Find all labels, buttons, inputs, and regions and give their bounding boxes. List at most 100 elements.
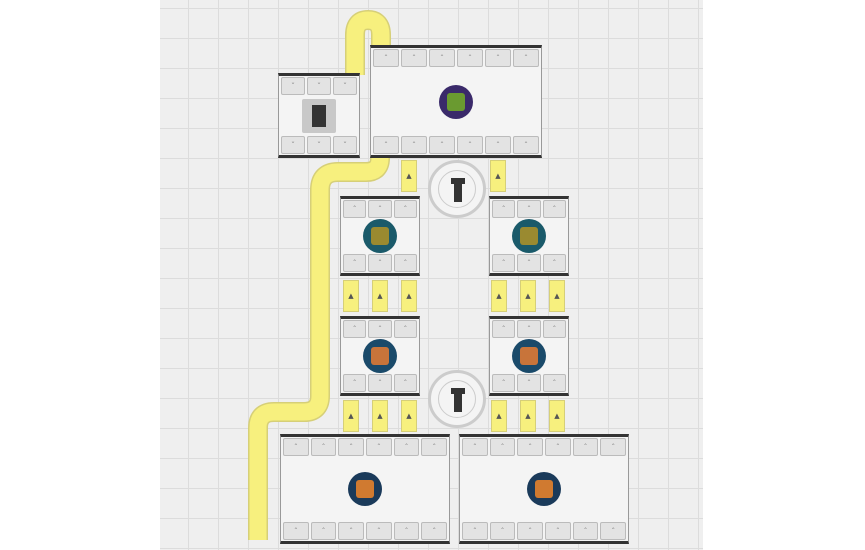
port-slot[interactable]: ˆ [457,49,483,67]
port-slot[interactable]: ˆ [366,522,392,540]
port-slot[interactable]: ˆ [485,49,511,67]
port-slot[interactable]: ˆ [489,522,516,540]
port-slot[interactable]: ˆ [517,200,541,218]
ore-item-icon[interactable] [363,219,397,253]
conveyor-segment[interactable]: ▲ [401,400,417,432]
copper-block-item-icon[interactable] [363,339,397,373]
port-slot[interactable]: ˆ [517,374,541,392]
port-slot[interactable]: ˆ [393,254,417,272]
port-slot[interactable]: ˆ [368,374,392,392]
port-slot[interactable]: ˆ [492,320,516,338]
port-slot[interactable]: ˇ [307,77,331,95]
port-slot[interactable]: ˆ [393,374,417,392]
port-slot[interactable]: ˆ [462,438,488,456]
port-slot[interactable]: ˆ [545,522,571,540]
port-slot[interactable]: ˆ [572,438,599,456]
storage-icon[interactable] [302,98,336,133]
amber-crystal-item-icon[interactable] [348,472,382,506]
green-crystal-item-icon[interactable] [439,84,473,119]
port-slot[interactable]: ˆ [421,438,448,456]
port-slot[interactable]: ˆ [517,522,544,540]
port-slot[interactable]: ˆ [283,522,309,540]
port-slot[interactable]: ˆ [343,320,367,338]
port-slot[interactable]: ˆ [283,438,309,456]
conveyor-segment[interactable]: ▲ [520,280,536,312]
port-slot[interactable]: ˆ [373,136,399,154]
port-slot[interactable]: ˆ [457,136,483,154]
port-slot[interactable]: ˆ [401,136,427,154]
port-slot[interactable]: ˆ [421,522,448,540]
port-slot[interactable]: ˆ [462,522,488,540]
port-slot[interactable]: ˆ [366,438,392,456]
port-slot[interactable]: ˆ [401,49,427,67]
port-slot[interactable]: ˆ [545,438,571,456]
port-slot[interactable]: ˆ [393,438,420,456]
port-slot[interactable]: ˇ [281,77,305,95]
copper-block-item-icon[interactable] [512,339,546,373]
conveyor-segment[interactable]: ▲ [401,160,417,192]
port-slot[interactable]: ˆ [343,374,367,392]
port-slot[interactable]: ˇ [333,136,357,154]
port-slot[interactable]: ˆ [492,374,516,392]
port-slot[interactable]: ˆ [393,522,420,540]
port-slot[interactable]: ˆ [310,522,337,540]
port-slot[interactable]: ˆ [338,522,365,540]
port-slot[interactable]: ˆ [542,254,566,272]
conveyor-segment[interactable]: ▲ [401,280,417,312]
amber-crystal-item-icon[interactable] [527,472,561,506]
port-slot[interactable]: ˆ [517,254,541,272]
ore-item-icon[interactable] [512,219,546,253]
port-slot[interactable]: ˆ [600,438,627,456]
port-slot[interactable]: ˆ [513,49,539,67]
conveyor-segment[interactable]: ▲ [520,400,536,432]
conveyor-segment[interactable]: ▲ [372,400,388,432]
port-slot[interactable]: ˆ [368,200,392,218]
port-slot[interactable]: ˆ [368,320,392,338]
conveyor-segment[interactable]: ▲ [491,280,507,312]
port-slot[interactable]: ˇ [307,136,331,154]
port-slot[interactable]: ˇ [281,136,305,154]
port-slot[interactable]: ˆ [368,254,392,272]
port-slot[interactable]: ˆ [489,438,516,456]
port-slot[interactable]: ˆ [429,136,455,154]
port-slot[interactable]: ˆ [517,438,544,456]
port-slot[interactable]: ˆ [542,320,566,338]
port-slot[interactable]: ˆ [542,374,566,392]
port-slot[interactable]: ˆ [513,136,539,154]
port-slot[interactable]: ˇ [333,77,357,95]
port-slot[interactable]: ˆ [600,522,627,540]
port-slot[interactable]: ˆ [429,49,455,67]
conveyor-segment[interactable]: ▲ [491,400,507,432]
port-slot[interactable]: ˆ [542,200,566,218]
conveyor-segment[interactable]: ▲ [372,280,388,312]
port-slot[interactable]: ˆ [338,438,365,456]
port-slot[interactable]: ˆ [492,200,516,218]
port-slot[interactable]: ˆ [485,136,511,154]
tower-pad[interactable] [428,370,486,428]
port-slot[interactable]: ˆ [393,320,417,338]
port-slot[interactable]: ˆ [343,254,367,272]
port-slot[interactable]: ˆ [572,522,599,540]
conveyor-segment[interactable]: ▲ [549,400,565,432]
conveyor-segment[interactable]: ▲ [549,280,565,312]
conveyor-segment[interactable]: ▲ [343,280,359,312]
port-slot[interactable]: ˆ [310,438,337,456]
port-slot[interactable]: ˆ [373,49,399,67]
tower-pad[interactable] [428,160,486,218]
conveyor-segment[interactable]: ▲ [490,160,506,192]
conveyor-segment[interactable]: ▲ [343,400,359,432]
port-slot[interactable]: ˆ [517,320,541,338]
port-slot[interactable]: ˆ [492,254,516,272]
port-slot[interactable]: ˆ [343,200,367,218]
port-slot[interactable]: ˆ [393,200,417,218]
